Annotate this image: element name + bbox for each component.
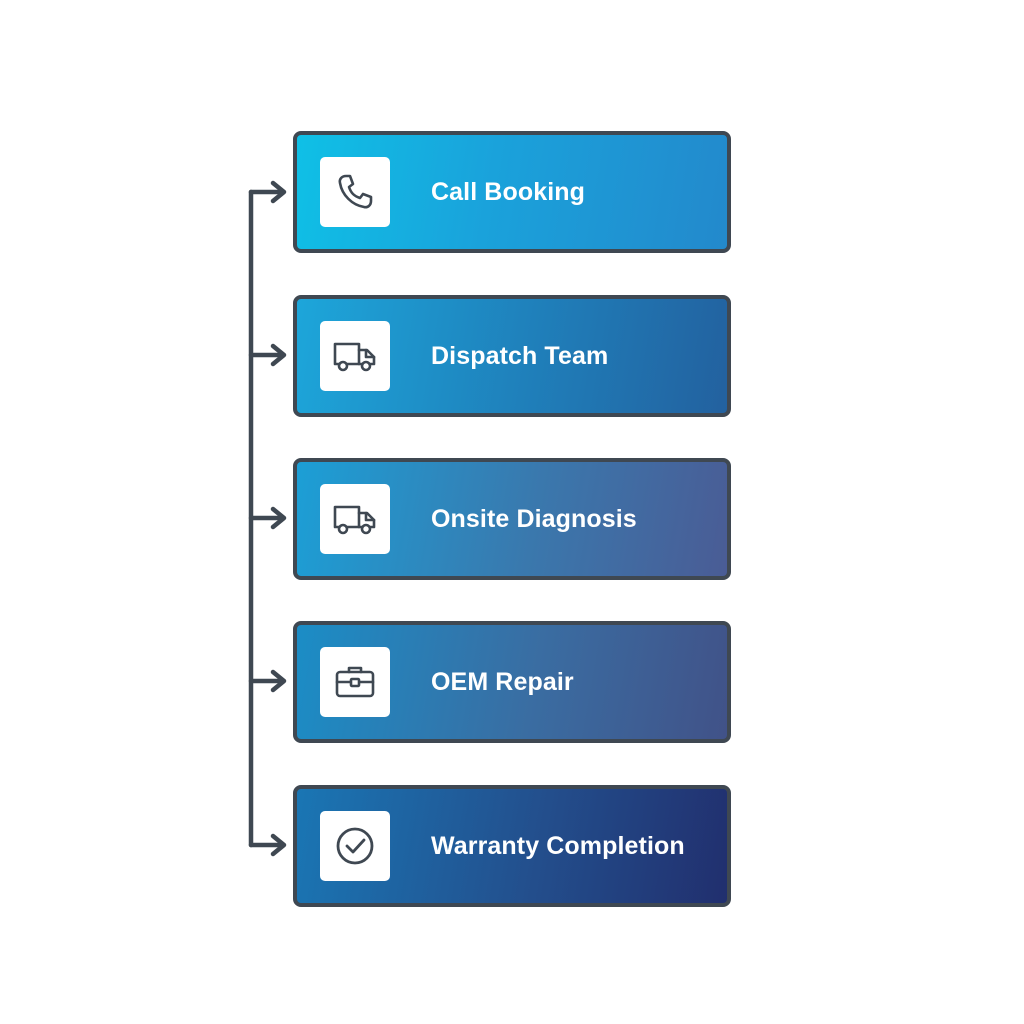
arrowhead-1 [270, 180, 287, 204]
step-label: Warranty Completion [431, 831, 685, 860]
step-label: Call Booking [431, 177, 585, 206]
check-circle-icon [320, 811, 390, 881]
toolbox-icon [320, 647, 390, 717]
truck-icon [320, 321, 390, 391]
arrowhead-2 [270, 343, 287, 367]
step-label: Onsite Diagnosis [431, 504, 637, 533]
step-oem-repair: OEM Repair [293, 621, 731, 743]
step-onsite-diagnosis: Onsite Diagnosis [293, 458, 731, 580]
step-call-booking: Call Booking [293, 131, 731, 253]
arrowhead-3 [270, 506, 287, 530]
arrowhead-5 [270, 833, 287, 857]
phone-icon [320, 157, 390, 227]
step-dispatch-team: Dispatch Team [293, 295, 731, 417]
step-warranty-completion: Warranty Completion [293, 785, 731, 907]
step-label: OEM Repair [431, 667, 574, 696]
truck-icon [320, 484, 390, 554]
arrowhead-4 [270, 669, 287, 693]
step-label: Dispatch Team [431, 341, 609, 370]
